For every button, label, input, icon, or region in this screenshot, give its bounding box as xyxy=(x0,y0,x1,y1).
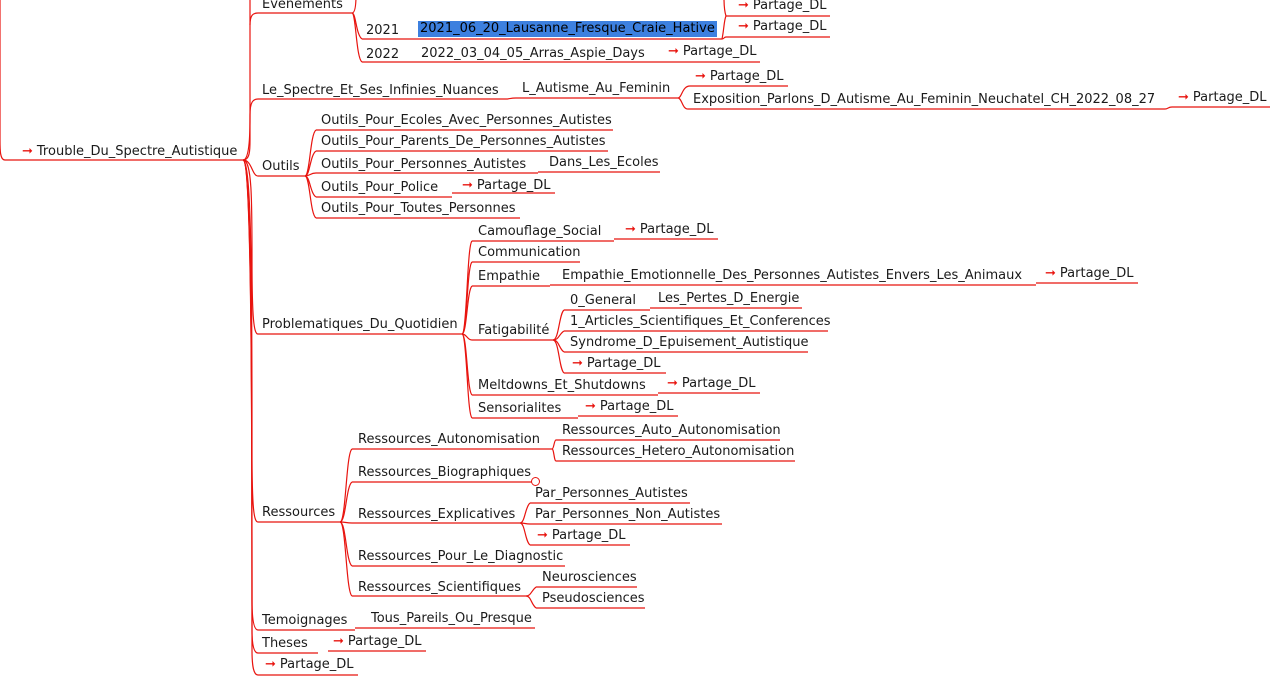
node-camouflage[interactable]: Camouflage_Social xyxy=(478,224,602,239)
link-label: Partage_DL xyxy=(752,0,827,13)
link-arrow-icon: ➞ xyxy=(572,356,583,371)
node-2021[interactable]: 2021 xyxy=(366,23,400,38)
node-ressources-scientifiques[interactable]: Ressources_Scientifiques xyxy=(358,580,522,595)
node-outils-toutes[interactable]: Outils_Pour_Toutes_Personnes xyxy=(321,201,516,216)
node-pertes-energie[interactable]: Les_Pertes_D_Energie xyxy=(658,291,800,306)
link-partage-dl[interactable]: ➞Partage_DL xyxy=(462,178,551,194)
node-tous-pareils[interactable]: Tous_Pareils_Ou_Presque xyxy=(371,611,532,626)
link-partage-dl[interactable]: ➞Partage_DL xyxy=(537,528,626,544)
node-0-general[interactable]: 0_General xyxy=(570,293,637,308)
node-outils-personnes[interactable]: Outils_Pour_Personnes_Autistes xyxy=(321,157,527,172)
link-label: Partage_DL xyxy=(681,376,756,391)
link-label: Partage_DL xyxy=(551,528,626,543)
node-outils-parents[interactable]: Outils_Pour_Parents_De_Personnes_Autiste… xyxy=(321,134,606,149)
node-hetero-autonomisation[interactable]: Ressources_Hetero_Autonomisation xyxy=(562,444,795,459)
link-arrow-icon: ➞ xyxy=(738,0,749,13)
node-autisme-feminin[interactable]: L_Autisme_Au_Feminin xyxy=(522,81,671,96)
link-partage-dl[interactable]: ➞Partage_DL xyxy=(1178,90,1267,106)
link-arrow-icon: ➞ xyxy=(1045,266,1056,281)
link-label: Partage_DL xyxy=(279,657,354,672)
node-neurosciences[interactable]: Neurosciences xyxy=(542,570,637,585)
node-ressources[interactable]: Ressources xyxy=(262,505,336,520)
node-theses[interactable]: Theses xyxy=(262,636,308,651)
node-fatigabilite[interactable]: Fatigabilité xyxy=(478,323,550,338)
link-arrow-icon: ➞ xyxy=(585,399,596,414)
link-partage-dl[interactable]: ➞Partage_DL xyxy=(265,657,354,673)
root-node[interactable]: ➞Trouble_Du_Spectre_Autistique xyxy=(22,144,237,160)
link-arrow-icon: ➞ xyxy=(462,178,473,193)
node-dans-ecoles[interactable]: Dans_Les_Ecoles xyxy=(549,155,659,170)
node-ressources-biographiques[interactable]: Ressources_Biographiques xyxy=(358,465,532,480)
link-partage-dl[interactable]: ➞Partage_DL xyxy=(625,222,714,238)
link-arrow-icon: ➞ xyxy=(537,528,548,543)
link-label: Partage_DL xyxy=(639,222,714,237)
node-problematiques[interactable]: Problematiques_Du_Quotidien xyxy=(262,317,458,332)
link-arrow-icon: ➞ xyxy=(333,634,344,649)
link-partage-dl[interactable]: ➞Partage_DL xyxy=(667,376,756,392)
node-meltdowns[interactable]: Meltdowns_Et_Shutdowns xyxy=(478,378,646,393)
link-arrow-icon: ➞ xyxy=(668,44,679,59)
link-partage-dl[interactable]: ➞Partage_DL xyxy=(572,356,661,372)
node-articles-scientifiques[interactable]: 1_Articles_Scientifiques_Et_Conferences xyxy=(570,314,831,329)
link-arrow-icon: ➞ xyxy=(265,657,276,672)
fold-circle-icon[interactable] xyxy=(531,477,540,486)
node-syndrome-epuisement[interactable]: Syndrome_D_Epuisement_Autistique xyxy=(570,335,809,350)
node-communication[interactable]: Communication xyxy=(478,245,581,260)
root-label: Trouble_Du_Spectre_Autistique xyxy=(36,144,238,159)
link-label: Partage_DL xyxy=(752,19,827,34)
node-outils-ecoles[interactable]: Outils_Pour_Ecoles_Avec_Personnes_Autist… xyxy=(321,113,612,128)
node-ressources-diagnostic[interactable]: Ressources_Pour_Le_Diagnostic xyxy=(358,549,564,564)
link-arrow-icon: ➞ xyxy=(738,19,749,34)
link-arrow-icon: ➞ xyxy=(22,144,33,159)
link-partage-dl[interactable]: ➞Partage_DL xyxy=(1045,266,1134,282)
node-empathie-emotionnelle[interactable]: Empathie_Emotionnelle_Des_Personnes_Auti… xyxy=(562,268,1023,283)
link-partage-dl[interactable]: ➞Partage_DL xyxy=(668,44,757,60)
link-partage-dl[interactable]: ➞Partage_DL xyxy=(585,399,674,415)
link-label: Partage_DL xyxy=(599,399,674,414)
link-arrow-icon: ➞ xyxy=(1178,90,1189,105)
node-spectre[interactable]: Le_Spectre_Et_Ses_Infinies_Nuances xyxy=(262,83,499,98)
link-arrow-icon: ➞ xyxy=(667,376,678,391)
node-outils-police[interactable]: Outils_Pour_Police xyxy=(321,180,439,195)
link-arrow-icon: ➞ xyxy=(695,69,706,84)
link-arrow-icon: ➞ xyxy=(625,222,636,237)
link-partage-dl[interactable]: ➞Partage_DL xyxy=(333,634,422,650)
node-2022[interactable]: 2022 xyxy=(366,47,400,62)
node-empathie[interactable]: Empathie xyxy=(478,269,541,284)
node-lausanne-selected[interactable]: 2021_06_20_Lausanne_Fresque_Craie_Hative xyxy=(418,21,717,37)
node-pseudosciences[interactable]: Pseudosciences xyxy=(542,591,645,606)
node-auto-autonomisation[interactable]: Ressources_Auto_Autonomisation xyxy=(562,423,781,438)
node-arras[interactable]: 2022_03_04_05_Arras_Aspie_Days xyxy=(421,46,645,61)
node-ressources-explicatives[interactable]: Ressources_Explicatives xyxy=(358,507,516,522)
link-label: Partage_DL xyxy=(586,356,661,371)
node-temoignages[interactable]: Temoignages xyxy=(262,613,348,628)
link-label: Partage_DL xyxy=(1192,90,1267,105)
link-label: Partage_DL xyxy=(347,634,422,649)
node-par-non-autistes[interactable]: Par_Personnes_Non_Autistes xyxy=(535,507,721,522)
node-evenements[interactable]: Evenements xyxy=(262,0,343,12)
link-label: Partage_DL xyxy=(709,69,784,84)
link-label: Partage_DL xyxy=(476,178,551,193)
link-partage-dl[interactable]: ➞Partage_DL xyxy=(738,0,827,14)
link-label: Partage_DL xyxy=(682,44,757,59)
link-partage-dl[interactable]: ➞Partage_DL xyxy=(738,19,827,35)
node-par-autistes[interactable]: Par_Personnes_Autistes xyxy=(535,486,688,501)
node-ressources-autonomisation[interactable]: Ressources_Autonomisation xyxy=(358,432,540,447)
link-label: Partage_DL xyxy=(1059,266,1134,281)
node-sensorialites[interactable]: Sensorialites xyxy=(478,401,562,416)
link-partage-dl[interactable]: ➞Partage_DL xyxy=(695,69,784,85)
node-exposition[interactable]: Exposition_Parlons_D_Autisme_Au_Feminin_… xyxy=(693,92,1156,107)
node-outils[interactable]: Outils xyxy=(262,159,300,174)
